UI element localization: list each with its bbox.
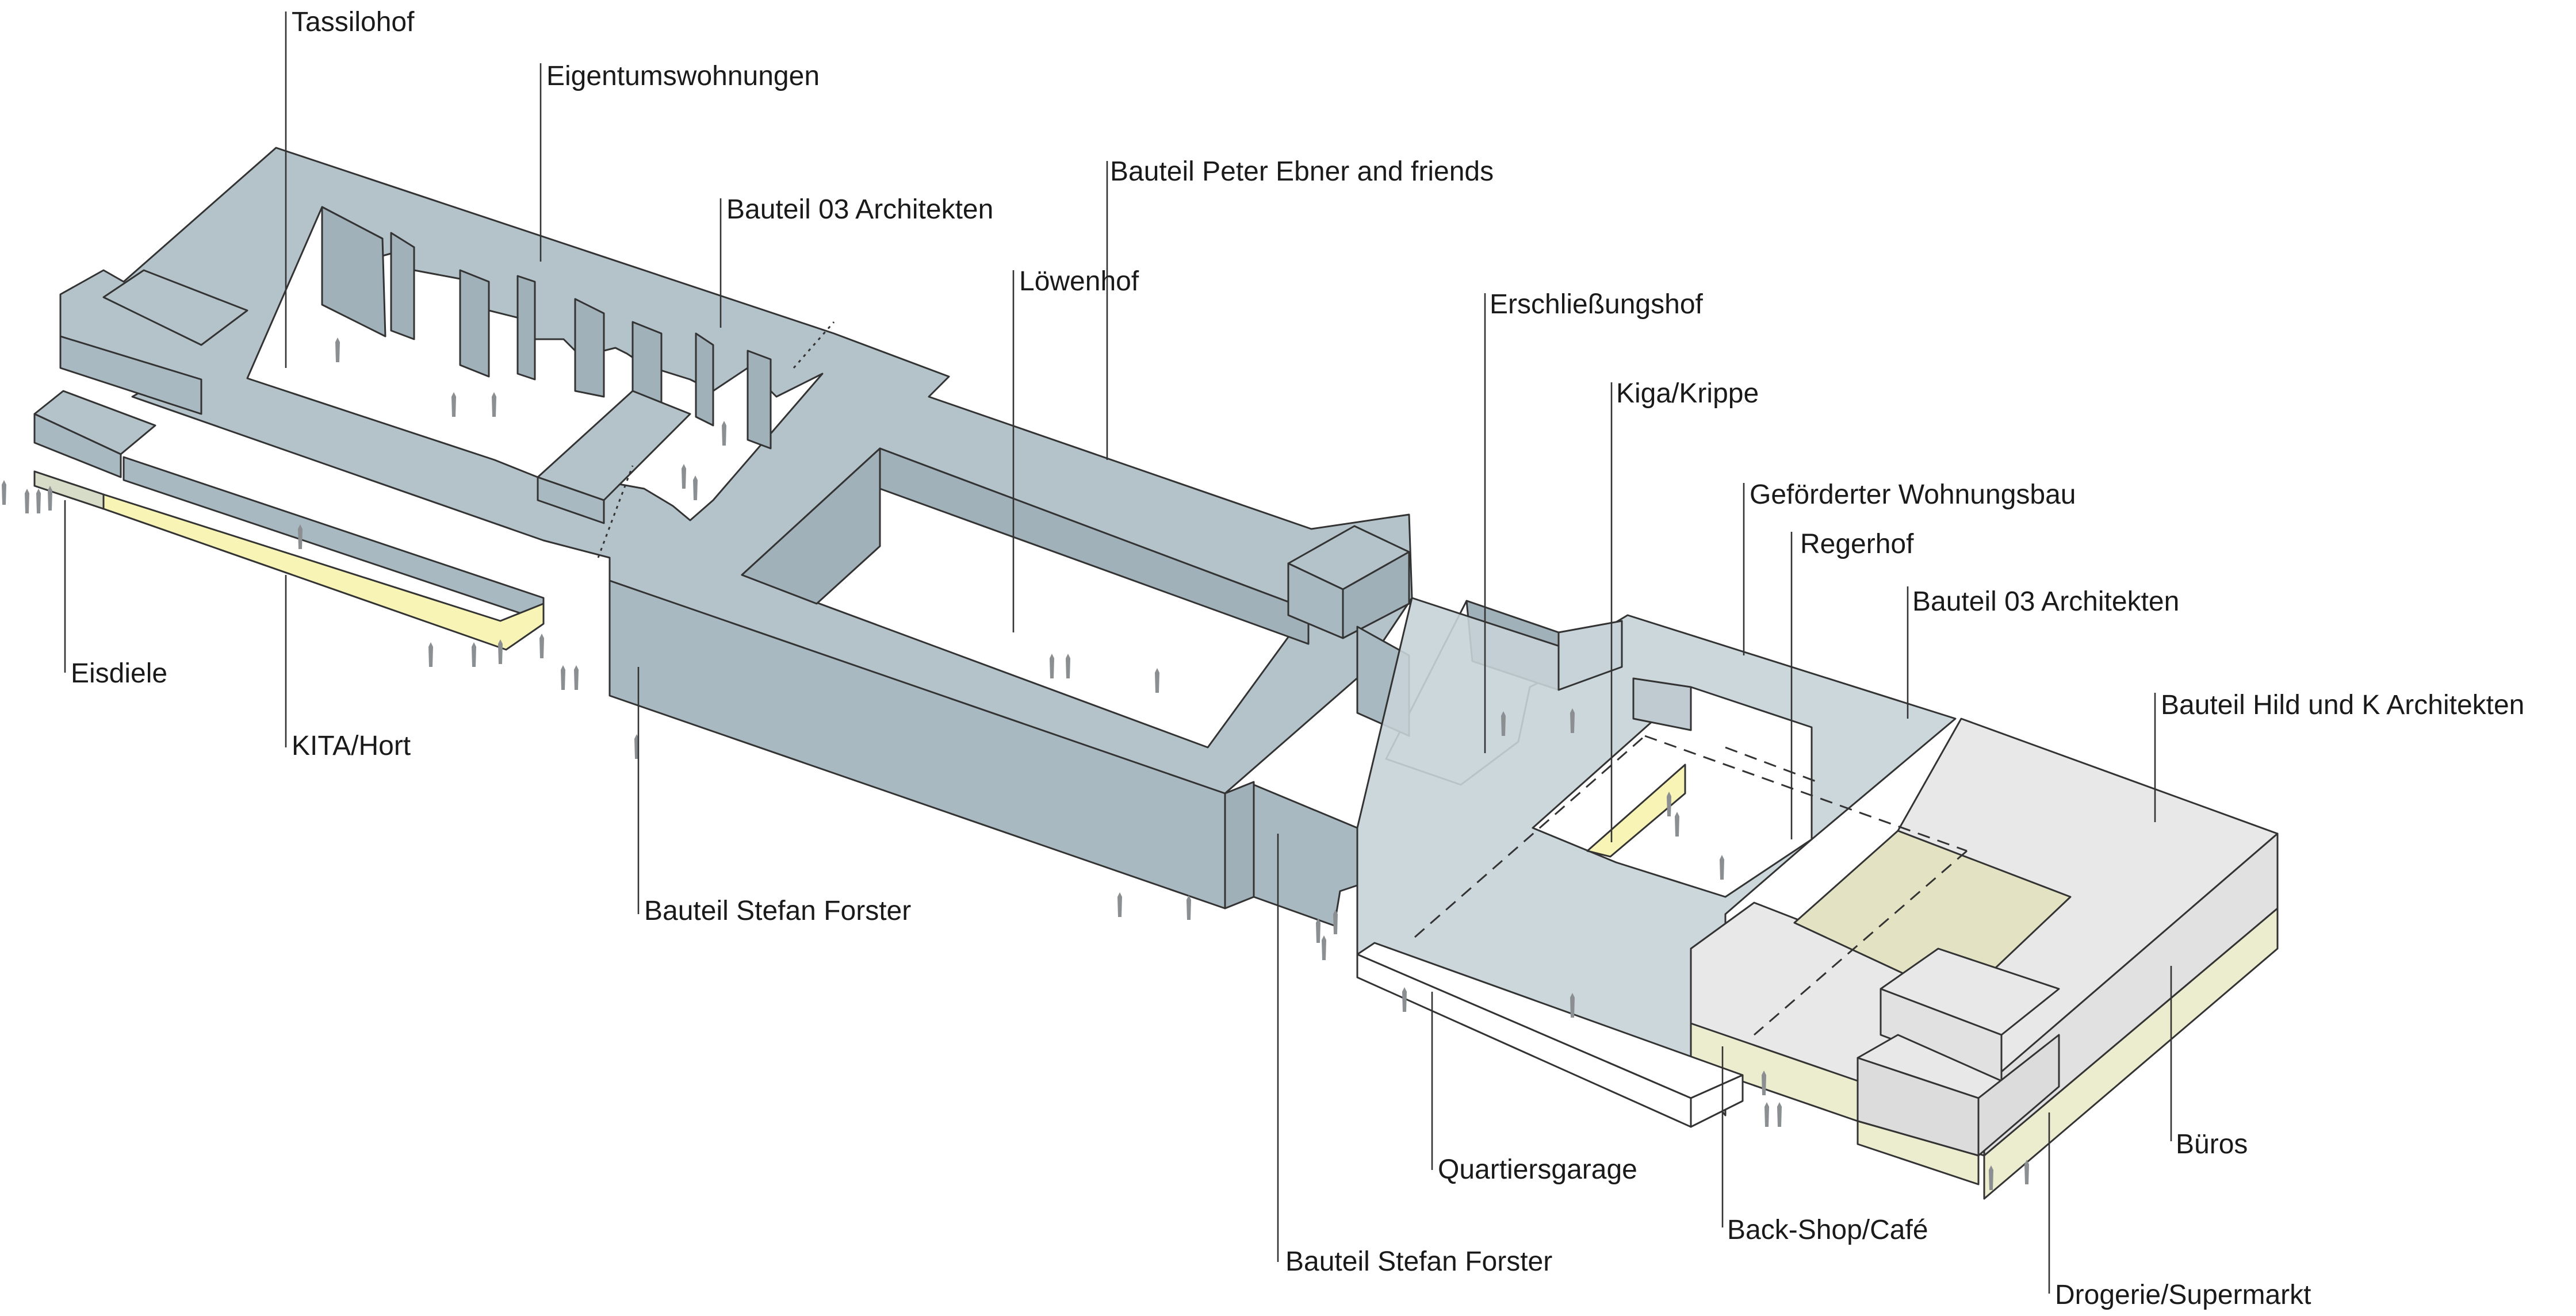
person-figure [1989, 1165, 1993, 1190]
person-figure [1333, 910, 1338, 934]
person-figure [498, 639, 503, 664]
label-gefoerderter-wohnungsbau: Geförderter Wohnungsbau [1750, 479, 2076, 510]
transparent-residential-block [1356, 597, 1957, 1117]
labels: Tassilohof Eigentumswohnungen Bauteil 03… [71, 7, 2524, 1310]
person-figure [2024, 1160, 2029, 1184]
label-regerhof: Regerhof [1800, 529, 1914, 559]
person-figure [25, 489, 29, 513]
hidden-edges [1414, 735, 1968, 1036]
label-kita-hort: KITA/Hort [292, 731, 411, 761]
person-figure [1764, 1102, 1769, 1127]
person-figure [1570, 708, 1575, 733]
label-bauteil-peter-ebner: Bauteil Peter Ebner and friends [1110, 156, 1494, 187]
label-eigentumswohnungen: Eigentumswohnungen [546, 61, 820, 91]
person-figure [428, 642, 433, 667]
person-figure [1316, 918, 1320, 943]
person-figure [1066, 654, 1070, 678]
label-bueros: Büros [2176, 1129, 2248, 1160]
west-residential-blocks [33, 147, 1560, 927]
person-figure [1675, 812, 1679, 837]
person-figure [574, 665, 579, 690]
leader-lines [64, 11, 2172, 1294]
person-figure [1720, 855, 1724, 880]
label-loewenhof: Löwenhof [1019, 266, 1139, 297]
person-figure [492, 392, 496, 417]
person-figure [722, 421, 726, 446]
person-figure [1322, 935, 1326, 960]
label-back-shop-cafe: Back-Shop/Café [1727, 1215, 1928, 1245]
label-erschliessungshof: Erschließungshof [1490, 289, 1704, 320]
person-figure [1762, 1071, 1766, 1095]
person-figure [539, 634, 544, 658]
label-eisdiele: Eisdiele [71, 658, 167, 689]
person-figure [36, 489, 41, 513]
grey-office-block [1690, 718, 2279, 1200]
person-figure [1117, 892, 1122, 917]
person-figure [561, 665, 565, 690]
label-bauteil-03-architekten-east: Bauteil 03 Architekten [1912, 586, 2179, 617]
label-quartiersgarage: Quartiersgarage [1438, 1154, 1637, 1185]
label-bauteil-stefan-forster-south: Bauteil Stefan Forster [1285, 1246, 1552, 1277]
label-kiga-krippe: Kiga/Krippe [1616, 378, 1759, 409]
person-figure [1777, 1102, 1782, 1127]
person-figure [1050, 654, 1054, 678]
label-bauteil-hild-und-k: Bauteil Hild und K Architekten [2161, 690, 2524, 720]
quartiersgarage-block [1356, 942, 1744, 1128]
person-figure [335, 337, 340, 362]
person-figure [48, 486, 52, 511]
people-figures [2, 337, 2029, 1190]
label-bauteil-03-architekten-west: Bauteil 03 Architekten [726, 194, 993, 225]
label-tassilohof: Tassilohof [292, 7, 415, 37]
person-figure [1402, 987, 1407, 1012]
person-figure [1186, 895, 1191, 920]
person-figure [1501, 711, 1506, 736]
person-figure [298, 524, 303, 549]
person-figure [1155, 668, 1159, 693]
person-figure [451, 392, 456, 417]
person-figure [472, 642, 476, 667]
person-figure [1570, 993, 1575, 1018]
label-bauteil-stefan-forster-west: Bauteil Stefan Forster [644, 896, 911, 926]
person-figure [1667, 792, 1671, 816]
person-figure [682, 464, 686, 489]
label-drogerie-supermarkt: Drogerie/Supermarkt [2055, 1280, 2311, 1310]
person-figure [2, 480, 6, 505]
person-figure [693, 475, 698, 500]
